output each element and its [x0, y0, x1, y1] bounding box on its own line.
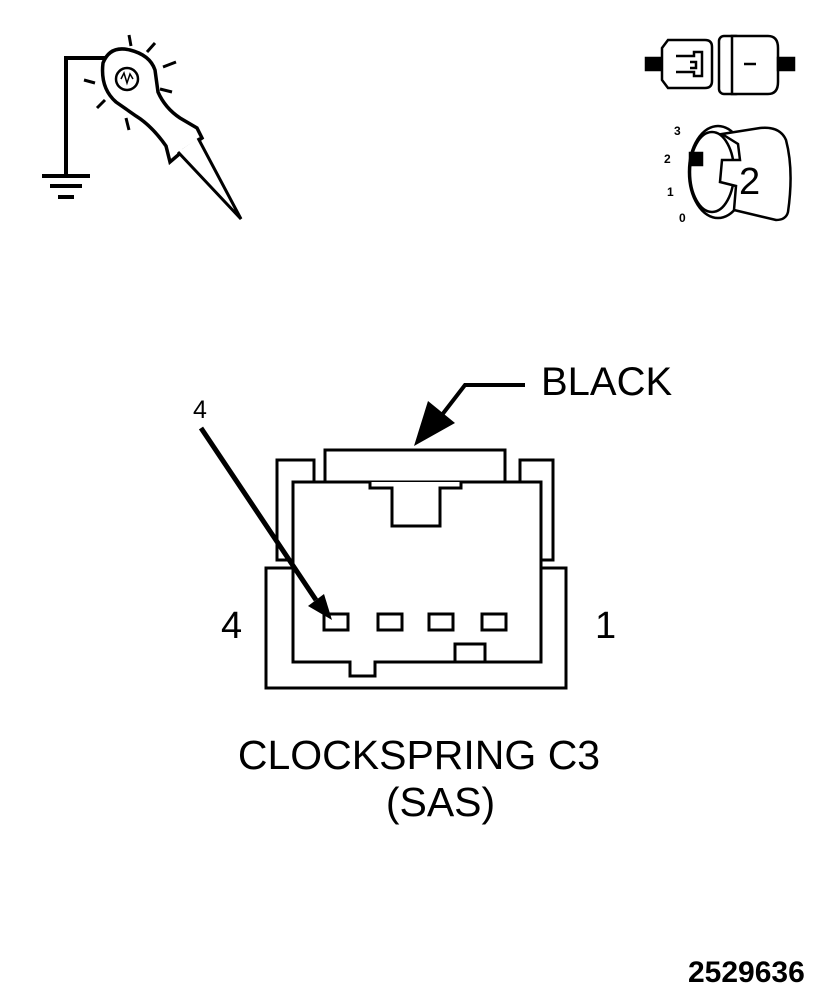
pin-callout-label: 4 [193, 396, 207, 424]
color-label-leader [414, 383, 525, 446]
ignition-key-icon [687, 124, 792, 222]
terminal-cavities [322, 612, 508, 632]
test-light-to-ground-icon [42, 34, 243, 221]
cavity-3 [376, 612, 404, 632]
pin-left-number: 4 [221, 605, 243, 647]
cavity-1 [480, 612, 508, 632]
connector-title: CLOCKSPRING C3 [237, 732, 601, 778]
figure-number: 2529636 [688, 956, 805, 989]
connector-disconnected-icon [644, 34, 796, 96]
key-position-1: 1 [667, 185, 674, 199]
connector-face [264, 448, 568, 690]
connector-polarity-key [453, 642, 487, 664]
key-position-2: 2 [664, 152, 671, 166]
cavity-2 [427, 612, 455, 632]
key-position-0: 0 [679, 211, 686, 225]
connector-subtitle: (SAS) [385, 779, 496, 825]
pin-right-number: 1 [595, 605, 617, 647]
key-setting-number: 2 [739, 161, 761, 203]
connector-key-notch [368, 482, 463, 528]
pin-callout-arrow [198, 426, 332, 620]
key-position-3: 3 [674, 124, 681, 138]
connector-color-label: BLACK [541, 360, 673, 404]
connector-housing [291, 480, 543, 678]
